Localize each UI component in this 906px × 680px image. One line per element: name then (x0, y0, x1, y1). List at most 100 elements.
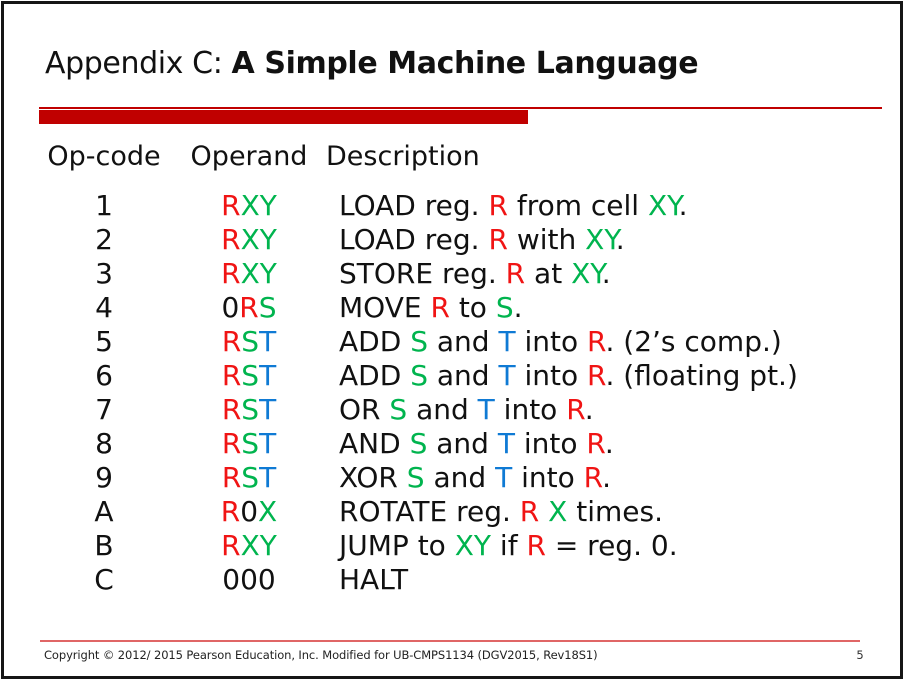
text-segment-black: to (449, 291, 496, 324)
text-segment-black: and (427, 325, 499, 358)
opcode-cell: 5 (95, 325, 113, 358)
text-segment-green: X (258, 495, 278, 528)
text-segment-black: into (515, 325, 587, 358)
text-segment-black (539, 495, 548, 528)
text-segment-black: at (525, 257, 572, 290)
text-segment-red: R (221, 189, 241, 222)
text-segment-black: 0 (240, 495, 259, 528)
text-segment-red: R (221, 427, 242, 460)
operand-cell: RST (174, 461, 324, 495)
text-segment-black: . (615, 223, 625, 256)
text-segment-blue: T (498, 359, 516, 392)
description-cell: JUMP to XY if R = reg. 0. (324, 529, 678, 563)
text-segment-red: R (220, 495, 241, 528)
copyright-text: Copyright © 2012/ 2015 Pearson Education… (44, 648, 598, 662)
text-segment-red: R (221, 393, 242, 426)
text-segment-black: with (507, 223, 586, 256)
text-segment-green: XY (240, 257, 277, 290)
operand-cell: 0RS (174, 291, 324, 325)
text-segment-red: R (221, 257, 241, 290)
operand-cell: RXY (174, 257, 324, 291)
text-segment-black: OR (339, 393, 390, 426)
page-number: 5 (856, 648, 864, 662)
text-segment-green: XY (585, 223, 616, 256)
description-cell: ADD S and T into R. (2’s comp.) (324, 325, 782, 359)
text-segment-red: R (583, 461, 603, 494)
text-segment-blue: T (497, 427, 515, 460)
text-segment-blue: T (498, 325, 516, 358)
operand-cell: RST (174, 393, 324, 427)
text-segment-black: XOR (339, 461, 407, 494)
text-segment-black: and (427, 359, 499, 392)
page-title: Appendix C: A Simple Machine Language (45, 46, 699, 81)
opcode-cell: 3 (95, 257, 113, 290)
opcode-cell: 6 (95, 359, 113, 392)
text-segment-blue: T (259, 359, 277, 392)
text-segment-green: X (548, 495, 568, 528)
text-segment-black: and (407, 393, 478, 426)
opcode-cell: 9 (95, 461, 113, 494)
description-cell: MOVE R to S. (324, 291, 523, 325)
text-segment-black: if (491, 529, 527, 562)
text-segment-red: R (221, 461, 242, 494)
text-segment-green: S (495, 291, 514, 324)
text-segment-green: S (241, 427, 260, 460)
text-segment-black: . (602, 461, 611, 494)
text-segment-black: 0 (221, 291, 240, 324)
text-segment-black: into (514, 427, 587, 460)
header-opcode: Op-code (47, 141, 161, 172)
text-segment-red: R (519, 495, 540, 528)
table-header-row: Op-code Operand Description (34, 142, 884, 172)
header-operand: Operand (190, 141, 308, 172)
opcode-cell: 8 (95, 427, 113, 460)
description-cell: LOAD reg. R from cell XY. (324, 189, 688, 223)
header-description: Description (326, 141, 480, 172)
text-segment-green: S (389, 393, 408, 426)
page-title-emphasis: A Simple Machine Language (231, 46, 699, 81)
accent-thick-bar (39, 110, 528, 124)
text-segment-red: R (488, 223, 508, 256)
text-segment-red: R (526, 529, 546, 562)
text-segment-blue: T (259, 393, 277, 426)
text-segment-green: S (241, 325, 260, 358)
text-segment-green: XY (240, 223, 277, 256)
text-segment-black: times. (567, 495, 664, 528)
text-segment-green: S (410, 359, 428, 392)
text-segment-black: . (2’s comp.) (605, 325, 782, 358)
text-segment-black: LOAD reg. (339, 223, 489, 256)
text-segment-green: S (410, 325, 428, 358)
text-segment-red: R (221, 359, 242, 392)
description-cell: AND S and T into R. (324, 427, 614, 461)
table-row: 7 RST OR S and T into R. (34, 393, 884, 427)
text-segment-black: = reg. 0. (545, 529, 678, 562)
text-segment-black: JUMP to (339, 529, 455, 562)
text-segment-black: STORE reg. (339, 257, 506, 290)
operand-cell: RST (174, 359, 324, 393)
text-segment-black: . (584, 393, 594, 426)
text-segment-black: ROTATE reg. (339, 495, 520, 528)
operand-cell: 000 (174, 563, 324, 597)
text-segment-black: . (678, 189, 688, 222)
description-cell: ROTATE reg. R X times. (324, 495, 663, 529)
text-segment-black: . (floating pt.) (605, 359, 798, 392)
text-segment-green: XY (240, 529, 277, 562)
text-segment-black: into (494, 393, 567, 426)
description-cell: LOAD reg. R with XY. (324, 223, 625, 257)
opcode-cell: 7 (95, 393, 113, 426)
text-segment-green: XY (454, 529, 492, 562)
text-segment-black: ADD (339, 359, 411, 392)
description-cell: ADD S and T into R. (floating pt.) (324, 359, 798, 393)
operand-cell: R0X (174, 495, 324, 529)
text-segment-red: R (586, 427, 605, 460)
text-segment-red: R (221, 325, 242, 358)
text-segment-red: R (505, 257, 526, 290)
operand-cell: RXY (174, 529, 324, 563)
